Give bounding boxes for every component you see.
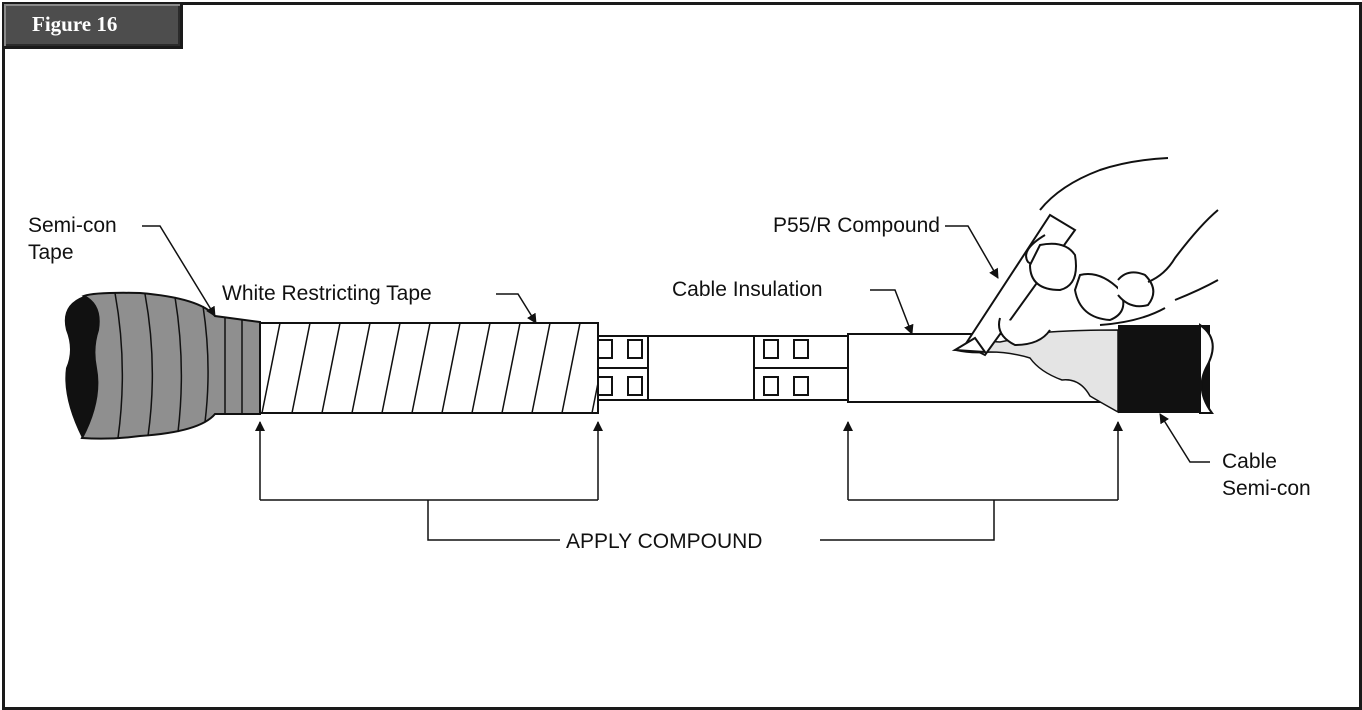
white-restricting-tape <box>259 322 599 414</box>
connector <box>597 335 849 401</box>
label-semi-con-tape-line1: Semi-con <box>28 214 117 237</box>
label-white-restricting-tape: White Restricting Tape <box>222 282 432 305</box>
figure-label: Figure 16 <box>32 12 118 36</box>
label-apply-compound: APPLY COMPOUND <box>566 530 762 553</box>
figure-tab: Figure 16 <box>4 4 183 49</box>
hand-illustration <box>998 157 1219 347</box>
label-cable-semicon-line1: Cable <box>1222 450 1277 473</box>
label-p55r-compound: P55/R Compound <box>773 214 940 237</box>
label-cable-insulation: Cable Insulation <box>672 278 823 301</box>
apply-compound-bracket-right <box>820 421 1123 541</box>
apply-compound-bracket-left <box>255 421 603 541</box>
label-semi-con-tape-line2: Tape <box>28 241 74 264</box>
semi-con-tape <box>80 291 261 440</box>
leader-lines <box>142 225 1210 463</box>
label-cable-semicon-line2: Semi-con <box>1222 477 1311 500</box>
cable-semicon <box>1118 323 1214 414</box>
